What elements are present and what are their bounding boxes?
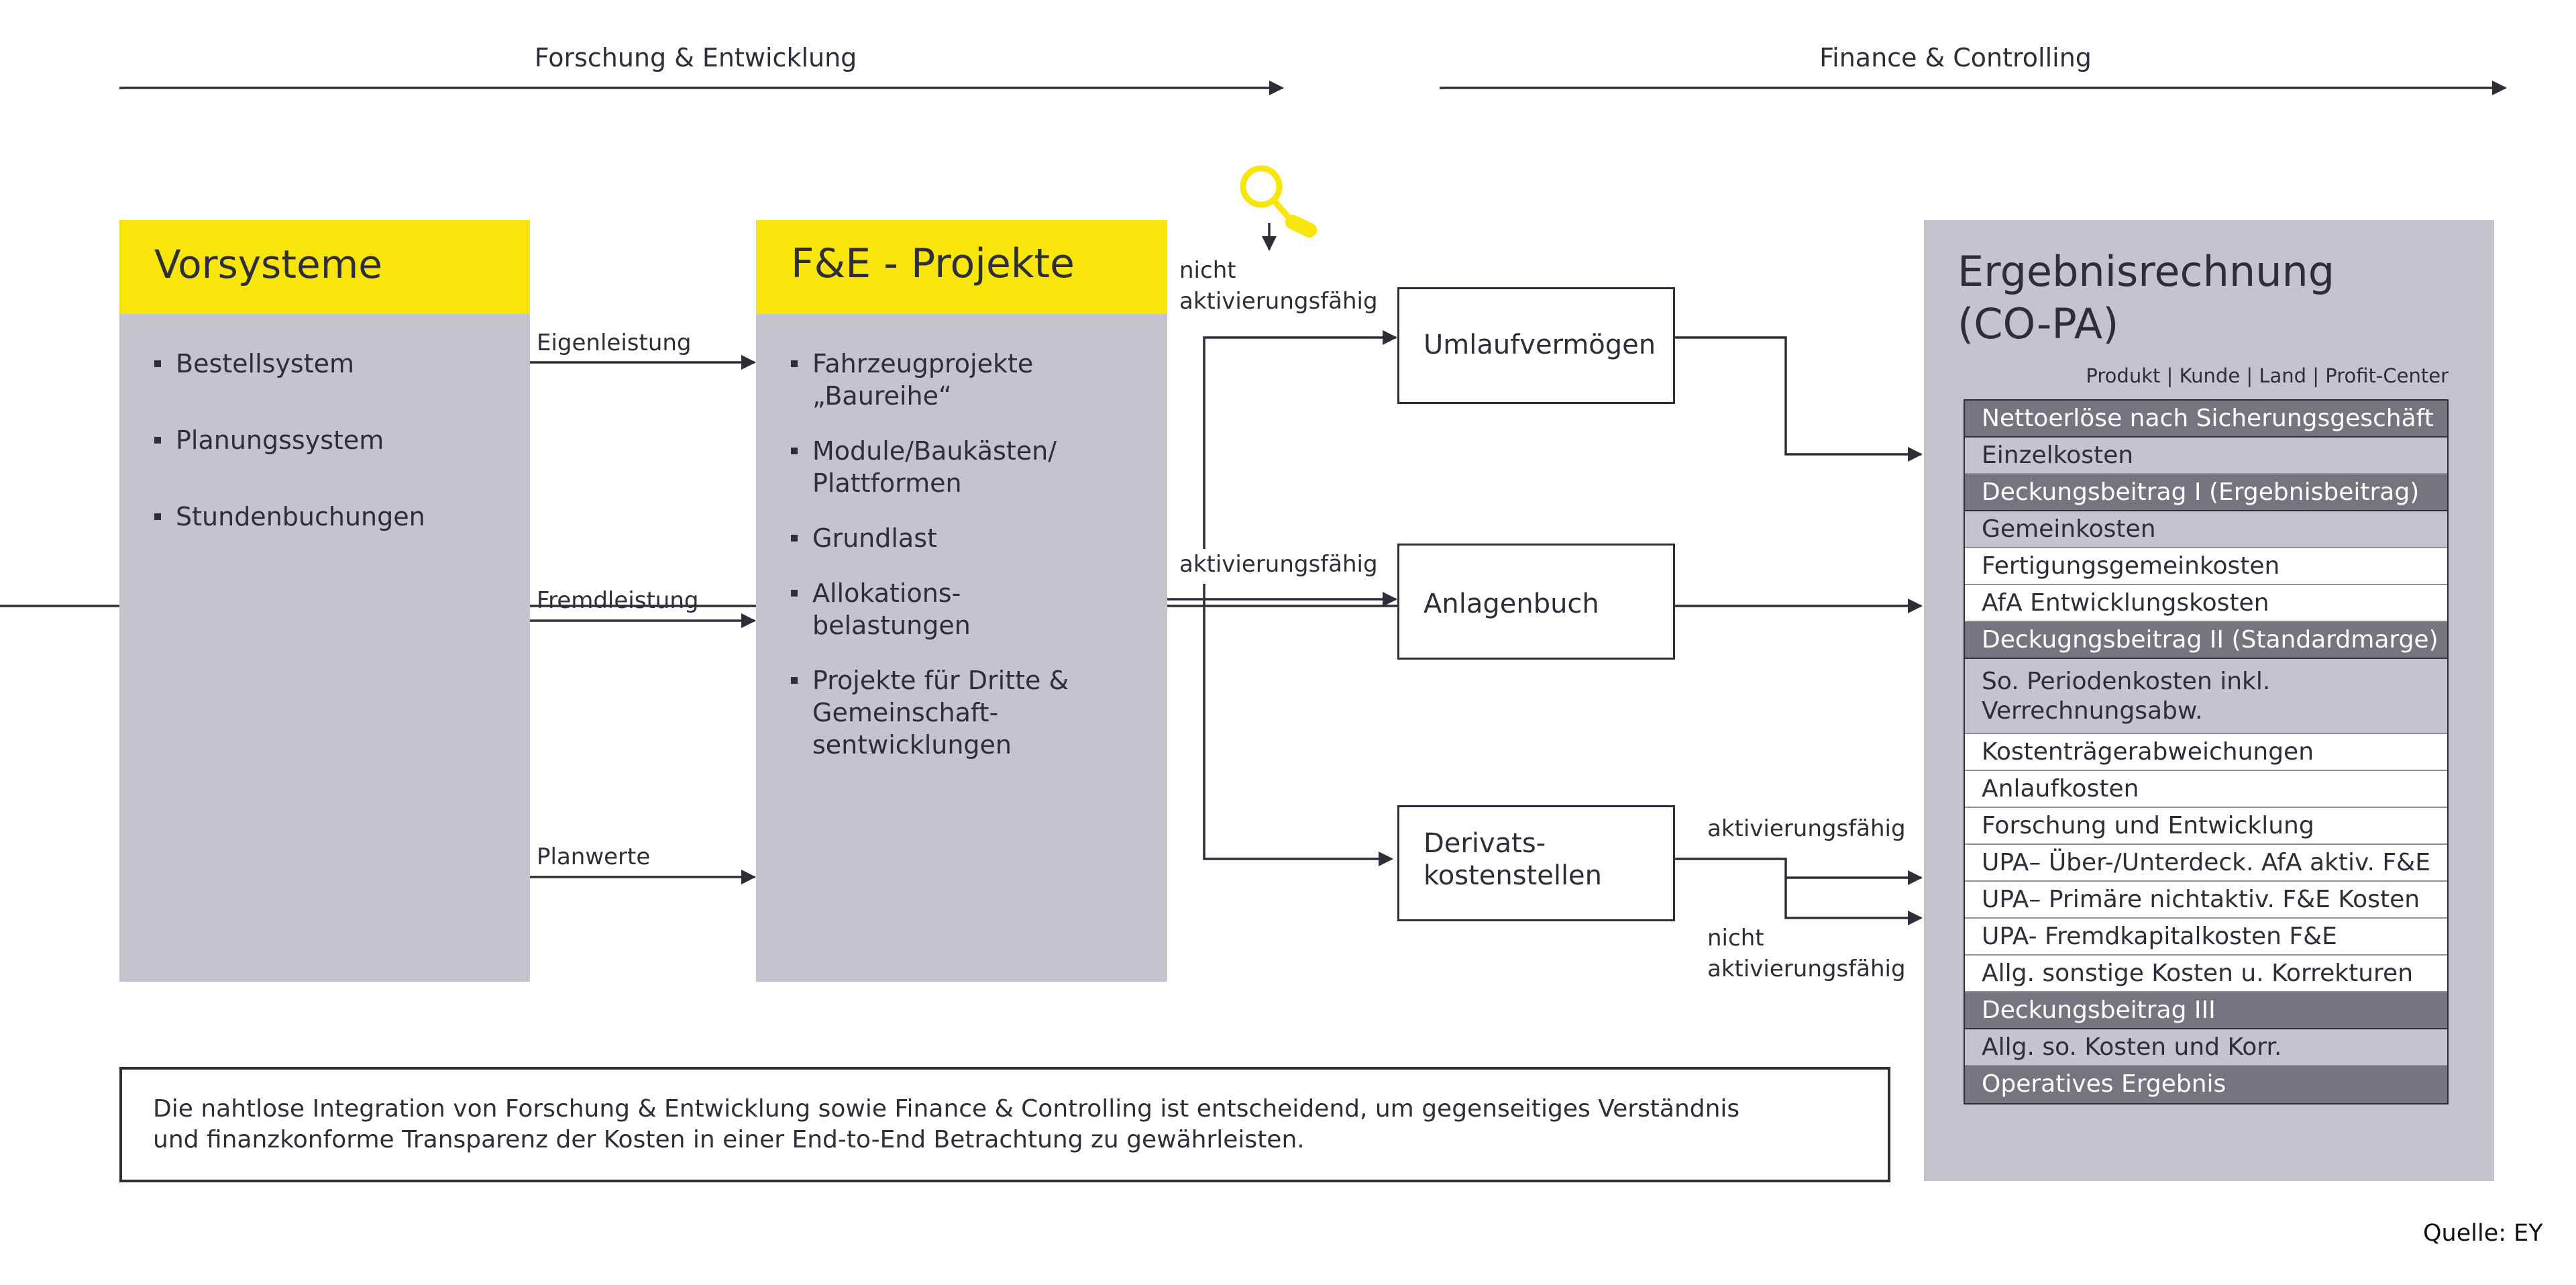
table-row: Deckugngsbeitrag II (Standardmarge) bbox=[1965, 622, 2447, 659]
table-row: Operatives Ergebnis bbox=[1965, 1066, 2447, 1103]
label-eigenleistung: Eigenleistung bbox=[537, 329, 692, 356]
list-item: Module/Baukästen/ Plattformen bbox=[791, 435, 1093, 499]
source-label: Quelle: EY bbox=[2423, 1220, 2543, 1247]
bullet-icon bbox=[154, 360, 161, 367]
ergebnisrechnung-title: Ergebnisrechnung (CO-PA) bbox=[1957, 247, 2335, 348]
table-row: Deckungsbeitrag I (Ergebnisbeitrag) bbox=[1965, 474, 2447, 511]
list-item: Fahrzeugprojekte „Baureihe“ bbox=[791, 348, 1093, 412]
projekte-title: F&E - Projekte bbox=[791, 240, 1075, 287]
list-item: Stundenbuchungen bbox=[154, 501, 517, 533]
phase-label-fc: Finance & Controlling bbox=[1819, 43, 2092, 72]
table-row: Allg. so. Kosten und Korr. bbox=[1965, 1029, 2447, 1066]
summary-text: Die nahtlose Integration von Forschung &… bbox=[153, 1095, 1740, 1153]
bullet-icon bbox=[791, 535, 798, 542]
table-row: Fertigungsgemeinkosten bbox=[1965, 548, 2447, 585]
label-nicht-aktiv-right: nicht aktivierungsfähig bbox=[1707, 925, 1906, 982]
phase-label-fe: Forschung & Entwicklung bbox=[534, 43, 857, 72]
table-row: AfA Entwicklungskosten bbox=[1965, 585, 2447, 622]
table-row: Einzelkosten bbox=[1965, 438, 2447, 474]
table-row: Allg. sonstige Kosten u. Korrekturen bbox=[1965, 956, 2447, 992]
ergebnisrechnung-panel: Ergebnisrechnung (CO-PA) Produkt | Kunde… bbox=[1924, 220, 2494, 1181]
table-row: Nettoerlöse nach Sicherungsgeschäft bbox=[1965, 401, 2447, 438]
table-row: So. Periodenkosten inkl. Verrechnungsabw… bbox=[1965, 659, 2447, 734]
table-row: Deckungsbeitrag III bbox=[1965, 992, 2447, 1029]
bullet-icon bbox=[791, 677, 798, 684]
table-row: Gemeinkosten bbox=[1965, 511, 2447, 548]
projekte-panel: F&E - Projekte Fahrzeugprojekte „Baureih… bbox=[756, 220, 1167, 982]
node-umlaufvermoegen: Umlaufvermögen bbox=[1397, 287, 1675, 404]
list-item: Allokations- belastungen bbox=[791, 577, 1014, 641]
arrow-nicht-aktiv-umlauf bbox=[1203, 330, 1397, 566]
summary-note: Die nahtlose Integration von Forschung &… bbox=[119, 1067, 1890, 1182]
label-planwerte: Planwerte bbox=[537, 843, 651, 870]
projekte-header: F&E - Projekte bbox=[756, 220, 1167, 314]
table-row: UPA- Fremdkapitalkosten F&E bbox=[1965, 919, 2447, 956]
bullet-icon bbox=[791, 360, 798, 367]
label-aktiv-mid: aktivierungsfähig bbox=[1179, 549, 1381, 580]
projekte-list: Fahrzeugprojekte „Baureihe“ Module/Baukä… bbox=[791, 348, 1093, 761]
label-nicht-aktiv-top: nicht aktivierungsfähig bbox=[1179, 257, 1378, 315]
list-item: Projekte für Dritte & Gemeinschaft- sent… bbox=[791, 664, 1094, 761]
label-fremdleistung: Fremdleistung bbox=[537, 587, 699, 614]
list-item: Planungssystem bbox=[154, 424, 517, 456]
table-row: UPA– Primäre nichtaktiv. F&E Kosten bbox=[1965, 882, 2447, 919]
bullet-icon bbox=[791, 448, 798, 454]
table-row: Forschung und Entwicklung bbox=[1965, 808, 2447, 845]
magnifier-icon bbox=[1240, 165, 1317, 238]
label-aktiv-right: aktivierungsfähig bbox=[1707, 815, 1906, 842]
arrow-derivat-split bbox=[1675, 858, 1923, 885]
arrow-derivat-nicht-aktiv bbox=[1784, 878, 1923, 925]
node-derivatskostenstellen: Derivats- kostenstellen bbox=[1397, 805, 1675, 921]
bullet-icon bbox=[154, 437, 161, 444]
list-item: Bestellsystem bbox=[154, 348, 517, 380]
table-row: UPA– Über-/Unterdeck. AfA aktiv. F&E bbox=[1965, 845, 2447, 882]
list-item: Grundlast bbox=[791, 522, 1093, 554]
node-anlagenbuch: Anlagenbuch bbox=[1397, 544, 1675, 660]
vorsysteme-title: Vorsysteme bbox=[154, 242, 382, 287]
table-row: Kostenträgerabweichungen bbox=[1965, 734, 2447, 771]
vorsysteme-list: Bestellsystem Planungssystem Stundenbuch… bbox=[154, 348, 517, 533]
vorsysteme-header: Vorsysteme bbox=[119, 220, 530, 314]
arrow-to-derivat bbox=[1203, 584, 1393, 866]
bullet-icon bbox=[154, 513, 161, 520]
bullet-icon bbox=[791, 590, 798, 597]
vorsysteme-panel: Vorsysteme Bestellsystem Planungssystem … bbox=[119, 220, 530, 982]
dimensions-label: Produkt | Kunde | Land | Profit-Center bbox=[2086, 364, 2449, 387]
table-row: Anlaufkosten bbox=[1965, 771, 2447, 808]
arrow-umlauf-to-copa bbox=[1675, 336, 1923, 462]
